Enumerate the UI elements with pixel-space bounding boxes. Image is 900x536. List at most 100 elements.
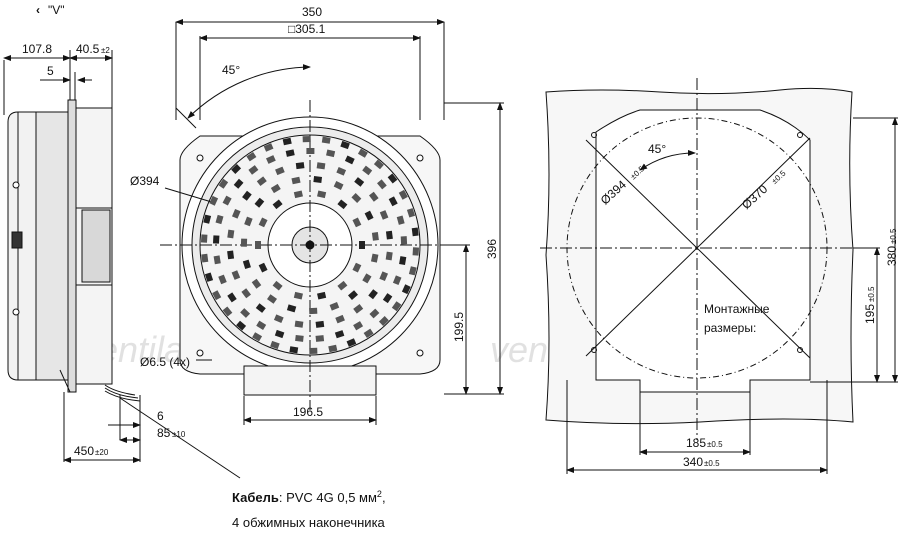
impeller-blade — [334, 330, 345, 339]
mount-dim-380-tol: ±0.5 — [889, 228, 898, 244]
view-label: "V" — [48, 3, 65, 17]
impeller-blade — [313, 176, 323, 183]
impeller-blade — [218, 178, 229, 189]
impeller-blade — [203, 214, 212, 224]
front-dim-width: 350 — [302, 5, 322, 19]
impeller-blade — [241, 288, 252, 299]
mount-angle: 45° — [648, 142, 666, 156]
impeller-blade — [274, 329, 285, 339]
impeller-blade — [352, 217, 362, 228]
mount-dim-195: 195 — [863, 304, 877, 324]
impeller-blade — [227, 229, 235, 239]
impeller-blade — [316, 162, 326, 170]
cable-spec-tail: , — [382, 490, 386, 505]
side-dim-6: 6 — [157, 409, 164, 423]
impeller-blade — [213, 255, 221, 265]
impeller-blade — [364, 210, 374, 221]
impeller-blade — [388, 196, 398, 207]
side-dim-flange: 40.5 — [76, 42, 100, 56]
impeller-blade — [293, 190, 303, 199]
mount-dim-380: 380 — [885, 246, 899, 266]
impeller-blade — [392, 275, 402, 286]
impeller-blade — [412, 247, 420, 256]
side-dim-450-tol: ±20 — [95, 448, 109, 457]
impeller-blade — [201, 253, 209, 263]
impeller-blade — [337, 280, 348, 291]
impeller-blade — [329, 302, 340, 311]
impeller-blade — [309, 347, 318, 355]
impeller-blade — [387, 173, 398, 184]
impeller-blade — [340, 140, 350, 150]
impeller-blade — [401, 284, 411, 295]
impeller-blade — [362, 165, 373, 176]
impeller-blade — [359, 241, 365, 249]
impeller-blade — [385, 251, 393, 261]
cable-spec-sup: 2 — [377, 489, 382, 499]
impeller-blade — [353, 303, 364, 314]
cable-caption: Кабель: PVC 4G 0,5 мм2, — [232, 489, 386, 505]
front-dim-196: 196.5 — [293, 405, 323, 419]
side-view — [3, 50, 141, 463]
impeller-blade — [270, 183, 281, 194]
mount-note-line2: размеры: — [704, 321, 756, 335]
impeller-blade — [302, 135, 311, 143]
impeller-blade — [272, 280, 283, 291]
cable-line2: 4 обжимных наконечника — [232, 515, 386, 530]
impeller-blade — [385, 230, 393, 240]
mount-dim-185: 185 — [686, 436, 706, 450]
impeller-blade — [400, 236, 408, 245]
impeller-blade — [215, 214, 224, 225]
mount-dim-340-tol: ±0.5 — [704, 459, 720, 468]
impeller-blade — [295, 334, 304, 342]
mount-dim-185-tol: ±0.5 — [707, 440, 723, 449]
impeller-blade — [411, 227, 419, 237]
impeller-blade — [222, 306, 233, 317]
impeller-blade — [315, 320, 325, 328]
mount-view — [540, 78, 898, 474]
impeller-blade — [399, 256, 407, 266]
impeller-blade — [369, 308, 380, 319]
impeller-blade — [353, 321, 364, 331]
impeller-blade — [252, 332, 263, 342]
impeller-blade — [363, 328, 374, 339]
cable-label: Кабель — [232, 490, 279, 505]
impeller-blade — [373, 159, 384, 170]
impeller-blade — [371, 232, 379, 241]
impeller-blade — [382, 293, 393, 304]
impeller-blade — [255, 241, 261, 249]
mount-dim-340: 340 — [683, 455, 703, 469]
impeller-blade — [351, 193, 362, 203]
impeller-blade — [244, 216, 253, 227]
impeller-blade — [354, 177, 365, 187]
impeller-blade — [227, 292, 237, 303]
front-view — [160, 19, 504, 425]
impeller-blade — [275, 166, 285, 176]
impeller-blade — [270, 340, 280, 350]
impeller-blade — [218, 274, 227, 285]
impeller-blade — [267, 294, 277, 304]
impeller-blade — [209, 195, 219, 206]
front-angle: 45° — [222, 63, 240, 77]
impeller-blade — [293, 291, 303, 300]
front-dim-height: 396 — [485, 239, 499, 259]
impeller-blade — [317, 291, 327, 300]
impeller-blade — [337, 199, 348, 210]
side-dim-85: 85 — [157, 426, 171, 440]
impeller-blade — [306, 147, 315, 155]
impeller-blade — [227, 250, 235, 260]
side-dim-450: 450 — [74, 444, 94, 458]
impeller-blade — [258, 262, 268, 273]
impeller-blade — [368, 191, 379, 202]
impeller-blade — [398, 189, 408, 200]
impeller-blade — [309, 307, 318, 315]
impeller-blade — [258, 217, 268, 228]
front-dim-199: 199.5 — [452, 312, 466, 342]
side-dim-85-tol: ±10 — [172, 430, 186, 439]
impeller-blade — [233, 178, 244, 189]
impeller-blade — [254, 197, 265, 208]
impeller-blade — [240, 238, 248, 247]
impeller-blade — [357, 148, 368, 158]
impeller-blade — [282, 137, 292, 146]
cable-spec: : PVC 4G 0,5 мм — [279, 490, 377, 505]
impeller-blade — [326, 149, 336, 158]
